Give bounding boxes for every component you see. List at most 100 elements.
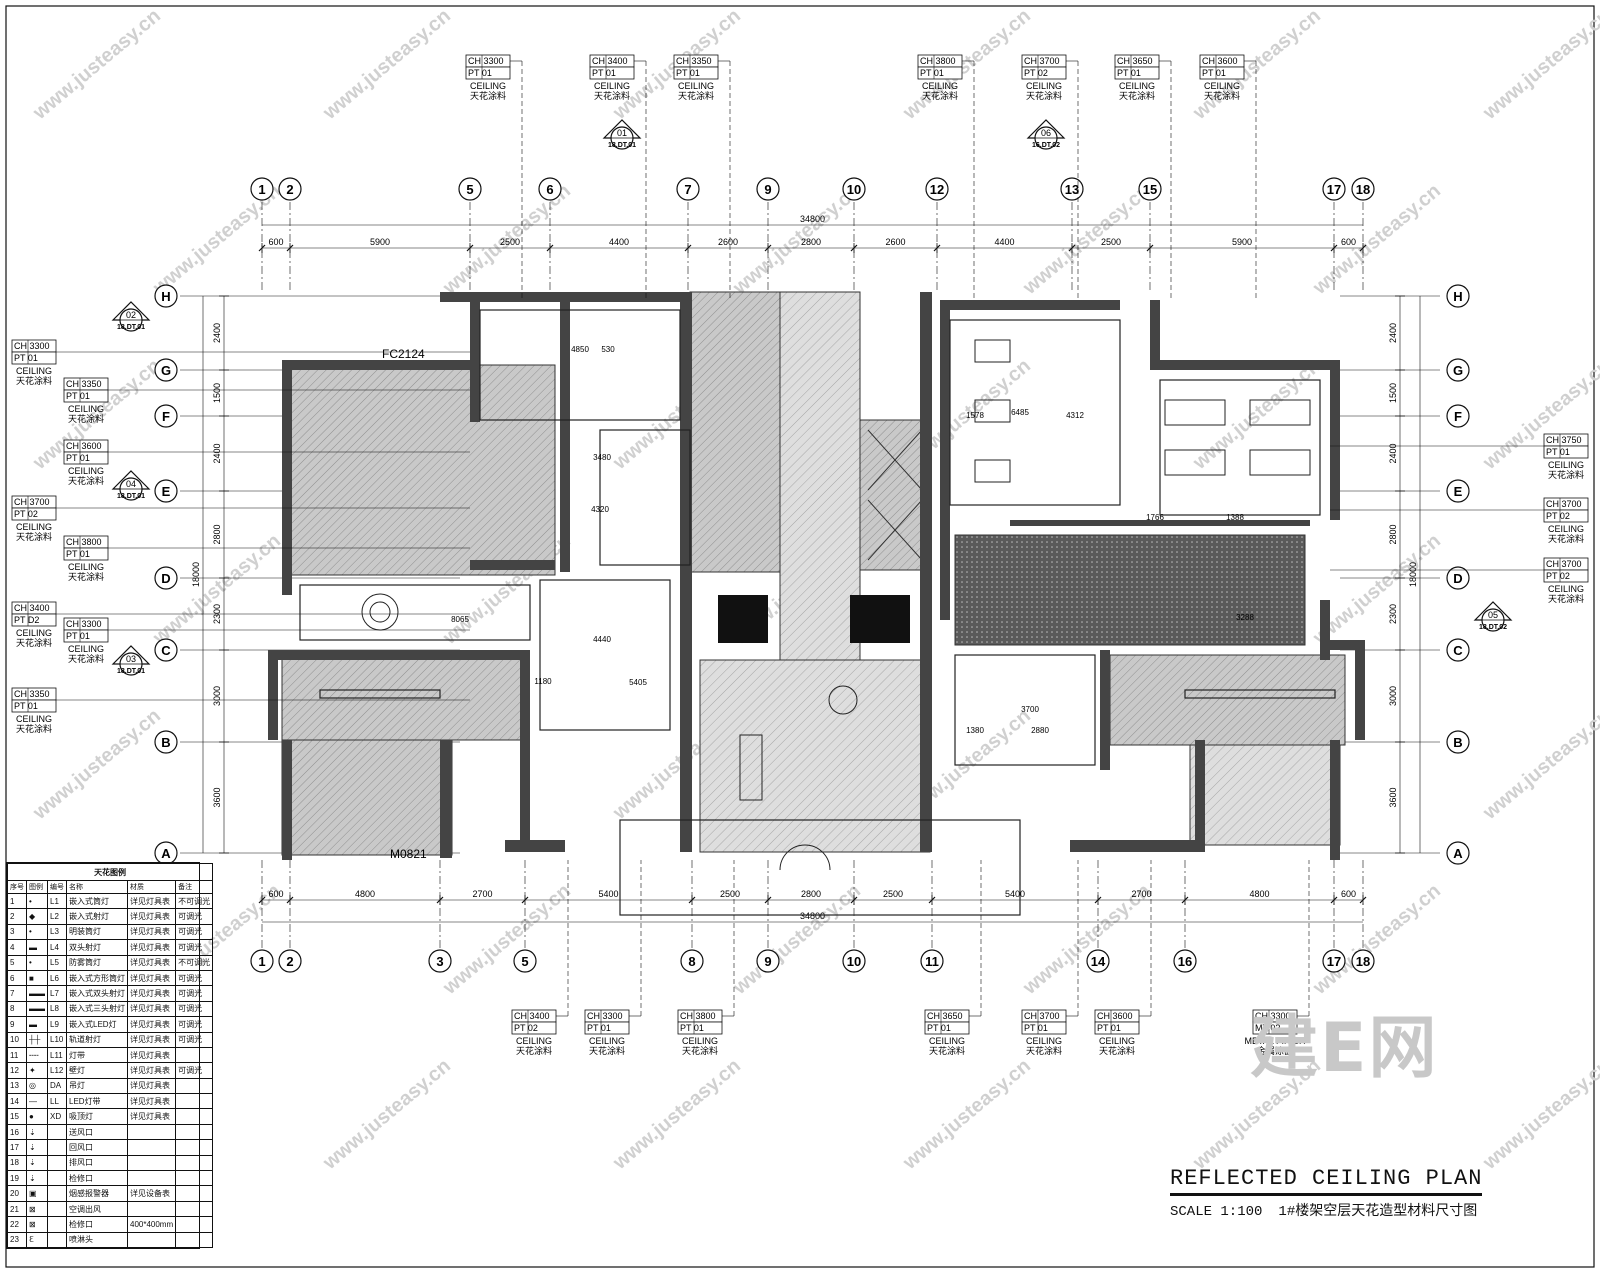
dimension-value: 4800 bbox=[1249, 889, 1269, 899]
tag-line1: CEILING bbox=[516, 1036, 552, 1046]
grid-label-left: F bbox=[162, 409, 170, 424]
legend-material: 详见灯具表 bbox=[126, 969, 177, 987]
walls bbox=[268, 292, 1365, 860]
grid-label-top: 18 bbox=[1356, 182, 1370, 197]
legend-material: 详见灯具表 bbox=[126, 1093, 177, 1110]
tag-line2: 天花涂料 bbox=[16, 375, 52, 386]
legend-code bbox=[47, 1154, 67, 1172]
watermark-text: www.justeasy.cn bbox=[318, 1055, 455, 1175]
legend-code: DA bbox=[47, 1077, 67, 1095]
legend-symbol: • bbox=[26, 892, 48, 910]
legend-symbol: ⇣ bbox=[26, 1123, 48, 1141]
legend-symbol: — bbox=[26, 1093, 48, 1110]
legend-material: 400*400mm bbox=[126, 1216, 177, 1233]
legend-index: 22 bbox=[7, 1216, 27, 1233]
legend-index: 16 bbox=[7, 1123, 27, 1141]
dimension-value: 5400 bbox=[1005, 889, 1025, 899]
section-ref: 18.DT.01 bbox=[608, 142, 636, 149]
legend-index: 10 bbox=[7, 1031, 27, 1048]
legend-name: 嵌入式方形筒灯 bbox=[66, 969, 128, 987]
watermark-text: www.justeasy.cn bbox=[1188, 355, 1325, 475]
grid-label-top: 10 bbox=[847, 182, 861, 197]
legend-material bbox=[126, 1154, 177, 1172]
grid-label-left: B bbox=[161, 735, 170, 750]
tag-line2: 天花涂料 bbox=[16, 723, 52, 734]
dimension-value: 3000 bbox=[212, 686, 222, 706]
grid-bubble-left bbox=[154, 479, 178, 503]
grid-label-bottom: 17 bbox=[1327, 954, 1341, 969]
grid-label-top: 7 bbox=[684, 182, 691, 197]
legend-note bbox=[175, 1185, 214, 1202]
dimension-value: 2500 bbox=[500, 237, 520, 247]
legend-name: 防雾筒灯 bbox=[66, 954, 128, 971]
legend-code: L12 bbox=[47, 1062, 67, 1079]
grid-bubble-right bbox=[1446, 479, 1470, 503]
dimension-value: 2800 bbox=[212, 524, 222, 544]
sheet-border bbox=[5, 5, 1595, 1268]
grid-label-top: 2 bbox=[286, 182, 293, 197]
inner-dimension: 6485 bbox=[1011, 408, 1029, 417]
grid-bubble-right bbox=[1446, 284, 1470, 308]
grid-bubble-right bbox=[1446, 404, 1470, 428]
tag-line2: 天花涂料 bbox=[68, 653, 104, 664]
tag-ch: CH 3300 bbox=[468, 56, 504, 66]
tag-line2: 天花涂料 bbox=[16, 531, 52, 542]
tag-ch: CH 3300 bbox=[66, 619, 102, 629]
tag-ch: CH 3800 bbox=[680, 1011, 716, 1021]
inner-dimension: 3700 bbox=[1021, 705, 1039, 714]
grid-bubble-right bbox=[1446, 841, 1470, 865]
grid-bubble-bottom bbox=[250, 949, 274, 973]
tag-ch: CH 3700 bbox=[1024, 56, 1060, 66]
tag-line2: 天花涂料 bbox=[594, 90, 630, 101]
legend-note: 可调光 bbox=[175, 1031, 214, 1048]
dimension-total: 18000 bbox=[191, 562, 201, 587]
legend-code bbox=[47, 1200, 67, 1218]
grid-label-bottom: 16 bbox=[1178, 954, 1192, 969]
lift-shafts bbox=[859, 419, 931, 571]
inner-dimension: 4850 bbox=[571, 345, 589, 354]
grid-label-right: B bbox=[1453, 735, 1462, 750]
inner-dimension: 530 bbox=[601, 345, 615, 354]
inner-dimension: 3288 bbox=[1236, 613, 1254, 622]
dimension-value: 5400 bbox=[598, 889, 618, 899]
tag-line1: CEILING bbox=[16, 628, 52, 638]
tag-line1: CEILING bbox=[1548, 460, 1584, 470]
legend-note bbox=[175, 1170, 214, 1187]
tag-line1: CEILING bbox=[929, 1036, 965, 1046]
legend-header-cell: 材质 bbox=[126, 880, 177, 894]
legend-material bbox=[126, 1200, 177, 1218]
tag-line2: 天花涂料 bbox=[516, 1045, 552, 1056]
tag-pt: PT 01 bbox=[680, 1023, 704, 1033]
grid-label-left: D bbox=[161, 571, 170, 586]
legend-material bbox=[126, 1123, 177, 1141]
legend-symbol: ╌╌ bbox=[26, 1046, 48, 1064]
legend-symbol: ⊠ bbox=[26, 1216, 48, 1233]
legend-material bbox=[126, 1139, 177, 1156]
grid-bubble-bottom bbox=[680, 949, 704, 973]
tag-pt: PT 01 bbox=[1202, 68, 1226, 78]
legend-index: 15 bbox=[7, 1108, 27, 1125]
legend-index: 2 bbox=[7, 908, 27, 925]
ceiling-zone-right-mid bbox=[1109, 654, 1346, 746]
tag-line2: 天花涂料 bbox=[589, 1045, 625, 1056]
grid-bubble-top bbox=[842, 177, 866, 201]
tag-line2: 天花涂料 bbox=[1119, 90, 1155, 101]
watermark-text: www.justeasy.cn bbox=[318, 5, 455, 125]
legend-name: 喷淋头 bbox=[66, 1231, 128, 1248]
grid-label-bottom: 8 bbox=[688, 954, 695, 969]
tag-pt: PT 01 bbox=[1546, 447, 1570, 457]
watermark-text: www.justeasy.cn bbox=[1308, 880, 1445, 1000]
tag-ch: CH 3350 bbox=[66, 379, 102, 389]
